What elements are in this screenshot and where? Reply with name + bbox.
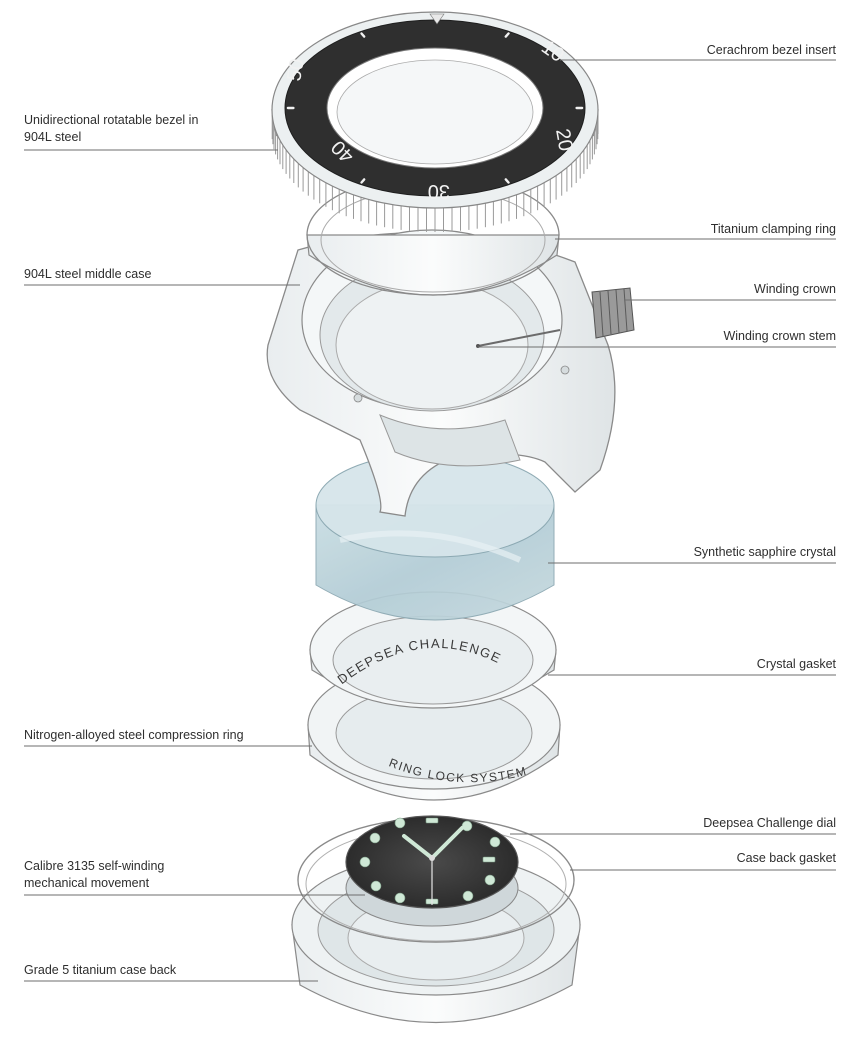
label-bezel-line-2: 904L steel — [24, 130, 82, 144]
label-middle-case: 904L steel middle case — [24, 267, 152, 281]
label-dial: Deepsea Challenge dial — [703, 816, 836, 830]
bezel-number-20: 20 — [551, 127, 577, 153]
label-bezel-insert: Cerachrom bezel insert — [706, 43, 836, 57]
dial — [345, 815, 519, 909]
leader-lines — [24, 59, 836, 982]
label-movement-line-2: mechanical movement — [24, 876, 150, 890]
label-case-back-gasket: Case back gasket — [736, 851, 836, 865]
winding-crown — [591, 287, 635, 339]
label-bezel-line-1: Unidirectional rotatable bezel in — [24, 113, 199, 127]
label-winding-crown: Winding crown — [754, 282, 836, 296]
label-crystal-gasket: Crystal gasket — [756, 657, 836, 671]
bezel-number-30: 30 — [428, 180, 450, 202]
sapphire-crystal — [315, 452, 555, 621]
clamping-ring — [306, 174, 560, 296]
label-sapphire-crystal: Synthetic sapphire crystal — [693, 545, 836, 559]
label-winding-crown-stem: Winding crown stem — [723, 329, 836, 343]
crystal-gasket: DEEPSEA CHALLENGE — [309, 591, 557, 709]
label-movement-line-1: Calibre 3135 self-winding — [24, 859, 165, 873]
bezel-number-50: 50 — [283, 57, 309, 83]
middle-case — [266, 229, 616, 517]
bezel-insert: 10 20 30 40 50 — [283, 13, 586, 202]
label-compression-ring: Nitrogen-alloyed steel compression ring — [24, 728, 244, 742]
label-clamping-ring: Titanium clamping ring — [710, 222, 836, 236]
label-case-back: Grade 5 titanium case back — [24, 963, 177, 977]
